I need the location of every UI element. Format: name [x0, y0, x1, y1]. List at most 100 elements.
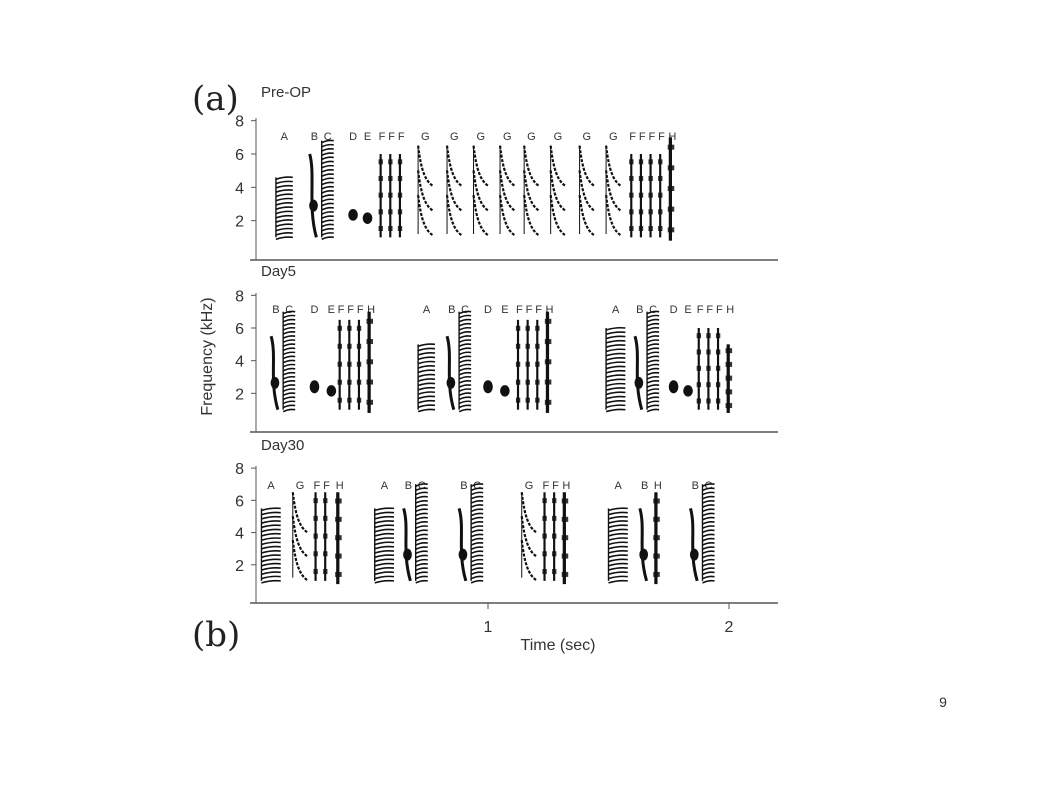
syllable-label: H [562, 480, 570, 492]
harmonic-stroke [374, 520, 395, 524]
bar-blob [629, 209, 634, 215]
y-tick-label: 4 [235, 354, 244, 371]
bar-blob [356, 397, 362, 403]
harmonic-stroke [417, 365, 436, 369]
y-tick-label: 4 [235, 526, 244, 543]
harmonic-stroke [417, 391, 436, 395]
harmonic-stroke [321, 177, 334, 182]
bar-blob [648, 209, 653, 215]
harmonic-stroke [374, 537, 395, 542]
harmonic-stroke [374, 528, 395, 533]
syllable-label: F [388, 131, 395, 143]
harmonic-stroke [374, 549, 395, 554]
syllable-f: F [629, 131, 636, 238]
sweep-stroke [417, 195, 434, 237]
panel-title: Day30 [261, 437, 304, 454]
harmonic-stroke [702, 554, 715, 559]
harmonic-stroke [282, 396, 296, 401]
syllable-label: D [484, 304, 492, 316]
sweep-stroke [472, 195, 489, 237]
bar-blob [542, 551, 547, 557]
x-tick-label: 1 [484, 619, 493, 636]
harmonic-stroke [702, 571, 715, 576]
note-blob [683, 385, 693, 397]
harmonic-stroke [702, 504, 715, 508]
syllable-label: C [705, 480, 713, 492]
harmonic-stroke [458, 363, 472, 368]
syllable-b: B [402, 480, 412, 582]
bar-blob [335, 553, 342, 559]
bar-blob [535, 397, 540, 403]
harmonic-stroke [417, 360, 436, 365]
harmonic-stroke [702, 546, 715, 550]
harmonic-stroke [470, 563, 484, 567]
bar-blob [535, 325, 540, 331]
syllable-label: C [285, 304, 293, 316]
harmonic-stroke [282, 359, 296, 364]
bar-blob [648, 159, 653, 165]
harmonic-stroke [608, 507, 628, 512]
bar-blob [397, 192, 403, 198]
sweep-stroke [472, 145, 489, 187]
harmonic-stroke [261, 554, 281, 559]
harmonic-stroke [646, 351, 660, 356]
bar-blob [356, 343, 362, 349]
harmonic-stroke [282, 380, 296, 384]
harmonic-stroke [282, 318, 296, 323]
bar-blob [561, 516, 569, 522]
harmonic-stroke [702, 491, 715, 496]
harmonic-stroke [470, 575, 484, 580]
harmonic-stroke [374, 562, 395, 567]
bar-blob [544, 399, 552, 405]
harmonic-stroke [321, 198, 334, 203]
harmonic-stroke [415, 575, 428, 580]
sweep-stroke [549, 195, 566, 237]
syllable-label: F [516, 304, 523, 316]
harmonic-stroke [458, 359, 472, 364]
bar-blob [638, 226, 644, 231]
x-axis-title: Time (sec) [521, 637, 596, 654]
bar-blob [313, 533, 318, 539]
bar-blob [337, 397, 342, 403]
harmonic-stroke [282, 335, 296, 339]
harmonic-stroke [458, 351, 472, 356]
harmonic-stroke [470, 504, 484, 508]
harmonic-stroke [702, 516, 715, 521]
syllable-label: G [583, 131, 592, 143]
harmonic-stroke [415, 516, 428, 521]
syllable-label: F [658, 131, 665, 143]
bar-blob [715, 333, 721, 339]
harmonic-stroke [321, 143, 334, 148]
bar-blob [658, 176, 663, 181]
syllable-d: D [668, 304, 679, 394]
harmonic-stroke [458, 355, 472, 360]
harmonic-stroke [261, 507, 281, 512]
harmonic-stroke [608, 545, 628, 550]
bar-blob [653, 498, 660, 504]
harmonic-stroke [605, 326, 626, 331]
harmonic-stroke [321, 173, 334, 178]
harmonic-stroke [321, 223, 334, 228]
bar-blob [725, 375, 733, 381]
harmonic-stroke [470, 508, 484, 513]
harmonic-stroke [646, 392, 660, 397]
syllable-label: C [418, 480, 426, 492]
harmonic-stroke [470, 495, 484, 500]
harmonic-stroke [282, 367, 296, 372]
syllable-label: D [311, 304, 319, 316]
harmonic-stroke [608, 515, 628, 520]
harmonic-stroke [458, 318, 472, 323]
syllable-label: E [364, 131, 371, 143]
syllable-g: G [498, 131, 516, 237]
bar-blob [323, 533, 328, 539]
bar-blob [366, 318, 374, 324]
syllable-label: B [272, 304, 279, 316]
syllable-label: B [311, 131, 318, 143]
harmonic-stroke [646, 359, 660, 364]
harmonic-stroke [702, 558, 715, 563]
y-tick-label: 6 [235, 147, 244, 164]
y-tick-label: 6 [235, 321, 244, 338]
harmonic-stroke [470, 550, 484, 555]
harmonic-stroke [282, 408, 296, 413]
syllable-label: G [296, 480, 305, 492]
